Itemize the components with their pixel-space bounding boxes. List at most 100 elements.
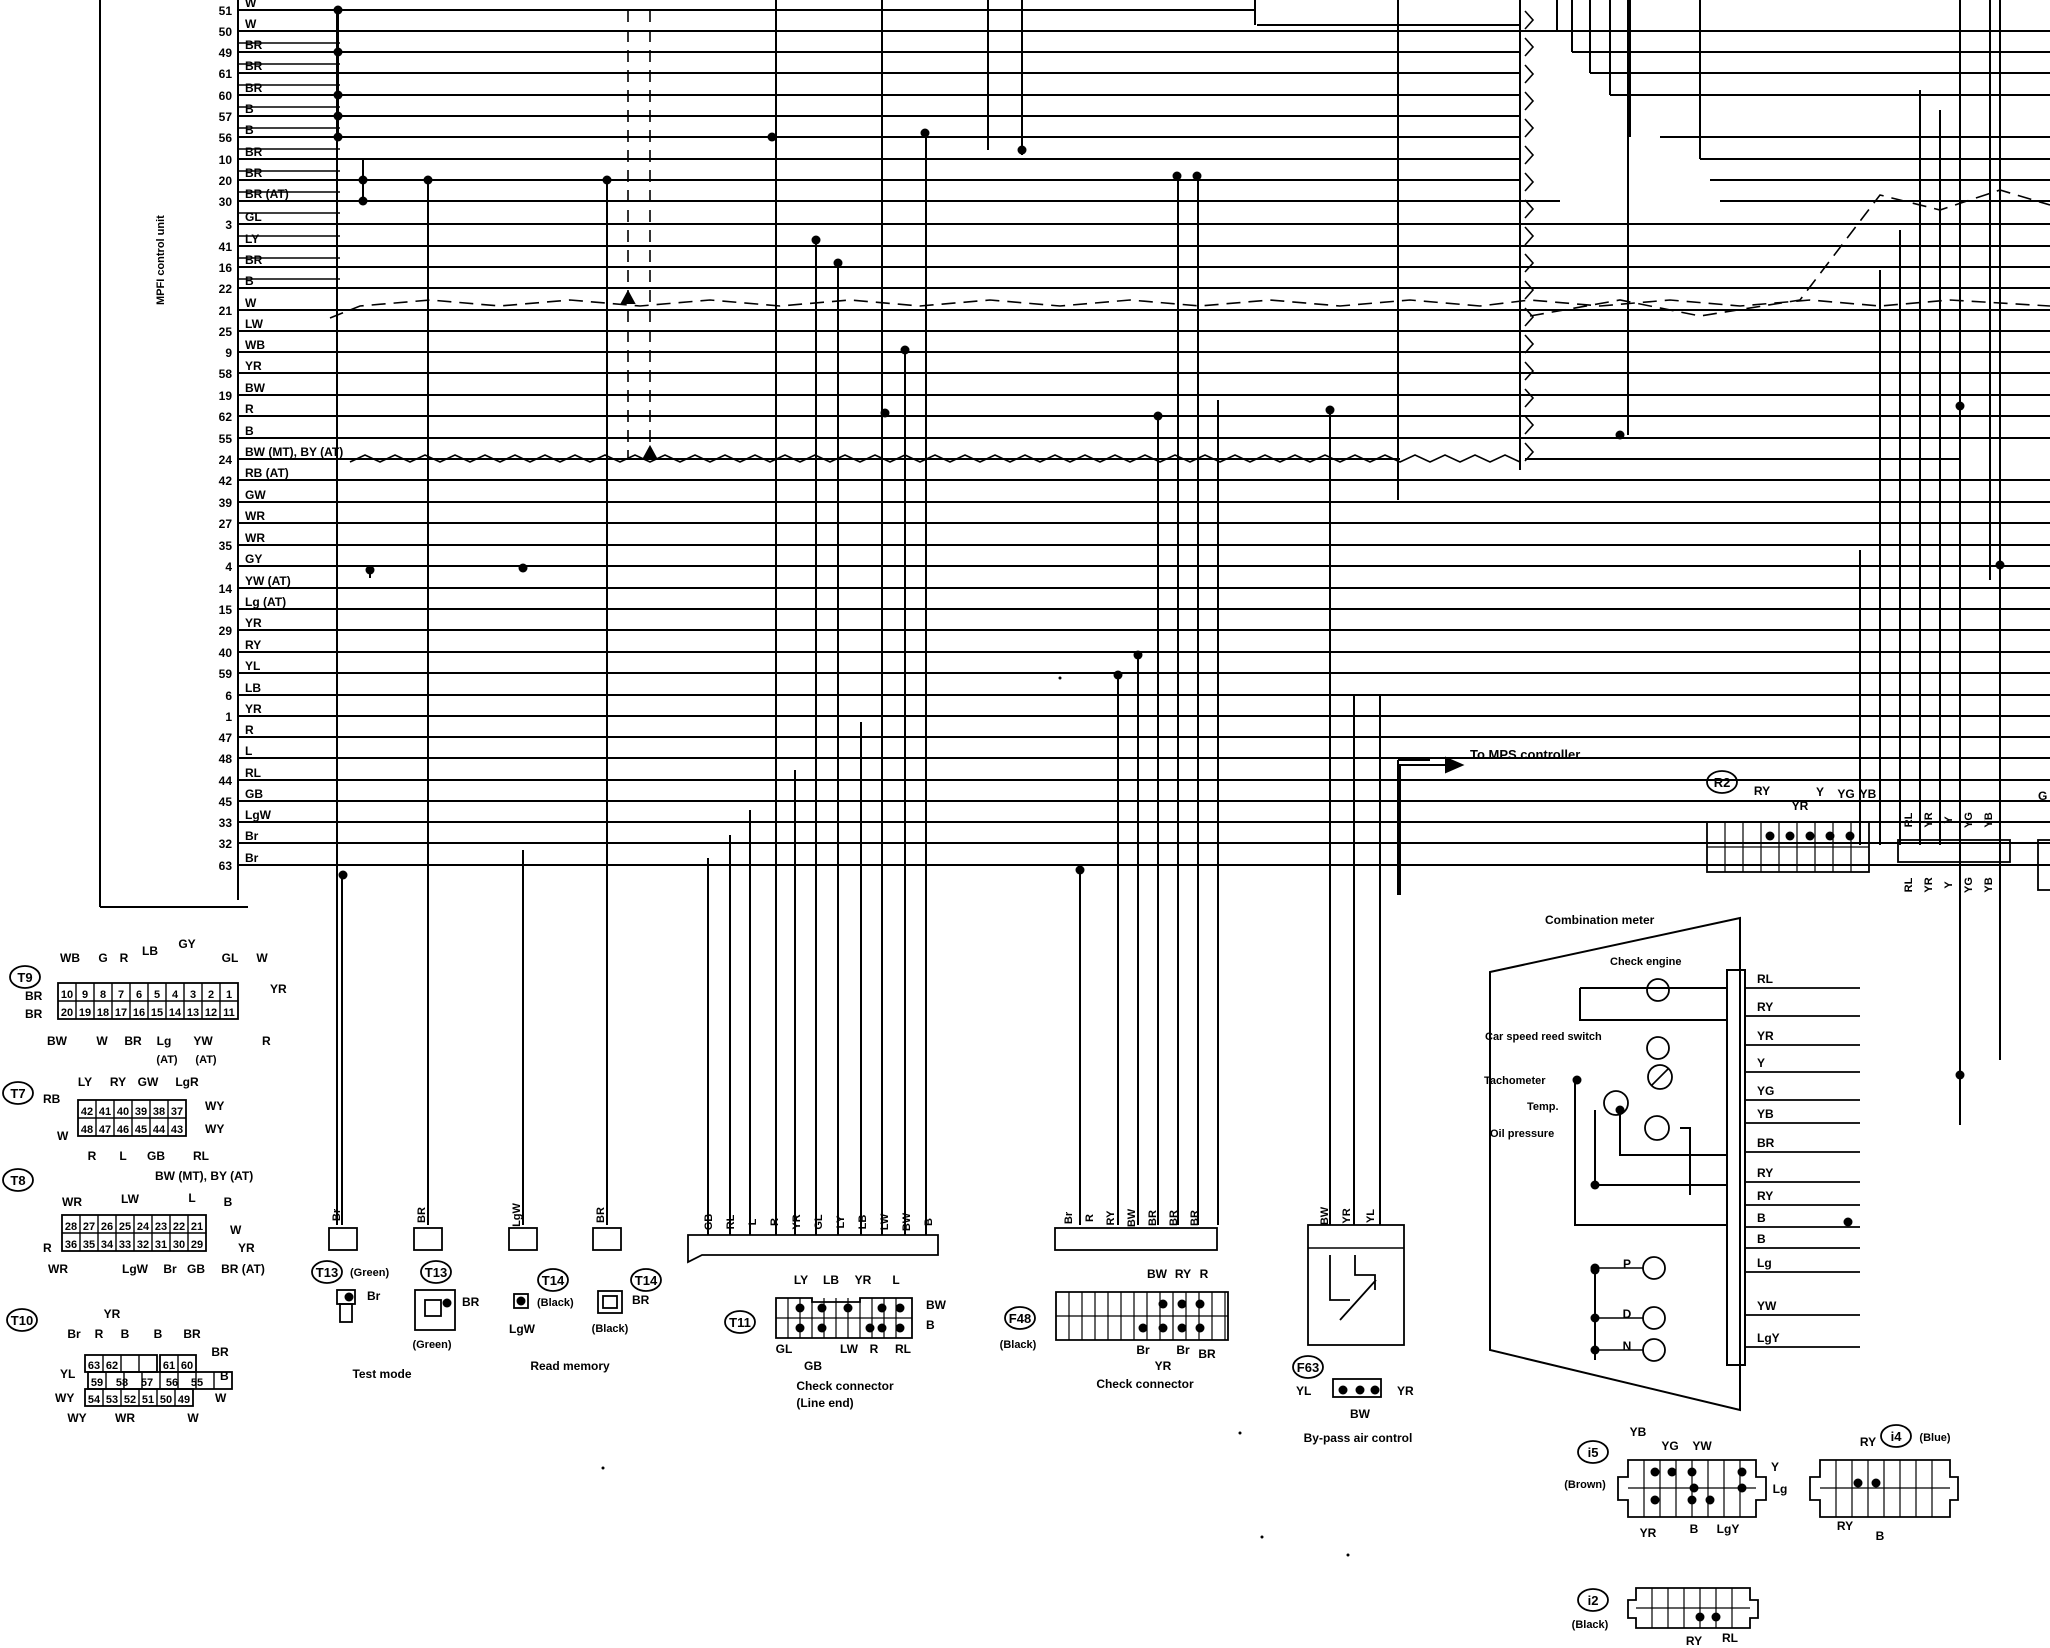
pin-number: 4 [225, 560, 232, 574]
t10-pin: 62 [106, 1360, 118, 1372]
r2-pin [1765, 831, 1775, 841]
t14-a-note: (Black) [537, 1297, 574, 1309]
t10-pin: 63 [88, 1360, 100, 1372]
indicator-letter: D [1623, 1307, 1632, 1321]
ecu-signal-lines [238, 5, 2050, 880]
stub-wire-label: LgW [511, 1202, 523, 1226]
pin-wire-label: LY [245, 232, 259, 246]
t7-pin: 39 [135, 1106, 147, 1118]
t9-right-label: YR [270, 982, 287, 996]
meter-wire [1594, 1110, 1727, 1186]
t7-pin: 40 [117, 1106, 129, 1118]
t10-pin: 57 [141, 1377, 153, 1389]
t10-top-label: YR [104, 1307, 121, 1321]
indicator-junction [1590, 1313, 1600, 1323]
f48-ring [1004, 1306, 1036, 1330]
shield-zigzag-right [1529, 189, 2050, 317]
meter-item-label: Temp. [1527, 1101, 1559, 1113]
pin-number: 47 [219, 731, 233, 745]
t11-column-label: GB [703, 1214, 715, 1231]
indicator-letter: N [1623, 1339, 1632, 1353]
t8-ring [2, 1168, 34, 1192]
t13-a-id: T13 [316, 1265, 338, 1280]
t9-bottom-label: Lg [157, 1034, 172, 1048]
f63-left-label: YL [1296, 1384, 1311, 1398]
t10-left-label: YL [60, 1367, 75, 1381]
meter-terminal-label: Y [1757, 1056, 1765, 1070]
t11-column-label: L [747, 1218, 759, 1225]
meter-terminal-label: YR [1757, 1029, 1774, 1043]
t13-b-body [414, 1289, 456, 1331]
pin-number: 45 [219, 795, 233, 809]
f48-column-label: BR [1168, 1210, 1180, 1226]
pin-wire-label: LB [245, 681, 261, 695]
t11-bottom-label: RL [895, 1342, 911, 1356]
t10-right-label: W [215, 1391, 227, 1405]
t7-left-label: RB [43, 1092, 61, 1106]
meter-wire [1574, 1080, 1727, 1226]
bus-top-label: RL [1903, 812, 1915, 827]
f48-pin [1158, 1299, 1168, 1309]
tachometer-needle [1651, 1068, 1669, 1086]
t13-a-ring [311, 1260, 343, 1284]
t9-top-label: G [98, 951, 107, 965]
t9-pin: 20 [61, 1007, 73, 1019]
meter-terminal-label: YW [1757, 1299, 1777, 1313]
jag-marker [1524, 388, 1535, 408]
meter-item-label: Tachometer [1484, 1075, 1546, 1087]
pin-number: 25 [219, 325, 233, 339]
r2-top-label: RY [1754, 784, 1770, 798]
t8-pin: 25 [119, 1221, 131, 1233]
pin-wire-label: LgW [245, 808, 272, 822]
t8-bottom-label: BR (AT) [221, 1262, 265, 1276]
pin-number: 57 [219, 110, 233, 124]
t10-top-label: Br [67, 1327, 81, 1341]
meter-junction [1590, 1265, 1600, 1275]
t8-pin: 28 [65, 1221, 77, 1233]
meter-wire [1680, 1127, 1691, 1195]
t9-pin: 8 [100, 989, 106, 1001]
t11-column-label: LY [835, 1215, 847, 1229]
pin-number: 42 [219, 474, 233, 488]
i5-bottom-label: YR [1640, 1526, 1657, 1540]
t11-id: T11 [729, 1315, 751, 1330]
pin-number: 21 [219, 304, 233, 318]
speck [1346, 1553, 1350, 1557]
shield-zigzag-mid [349, 454, 1521, 463]
t9-pin: 16 [133, 1007, 145, 1019]
t14-b-wire: BR [632, 1293, 650, 1307]
t9-bottom-label: BR [124, 1034, 142, 1048]
t9-bottom-note: (AT) [156, 1054, 178, 1066]
t14-a-wire: LgW [509, 1322, 536, 1336]
r2-top-label: YB [1860, 787, 1877, 801]
t11-column-label: YR [791, 1214, 803, 1229]
t9-top-label: LB [142, 944, 158, 958]
i5-pin [1689, 1483, 1699, 1493]
t9-left-label: BR [25, 989, 43, 1003]
t10-id: T10 [11, 1313, 33, 1328]
f48-caption: Check connector [1096, 1377, 1194, 1391]
mps-arrow-line [1399, 764, 1450, 895]
t13-b-ring [420, 1260, 452, 1284]
stub-wire-label: BR [595, 1207, 607, 1223]
f63-column-label: YR [1341, 1208, 1353, 1223]
i5-top-label: YB [1630, 1425, 1647, 1439]
t10-pin: 53 [106, 1394, 118, 1406]
t9-pin: 3 [190, 989, 196, 1001]
t13-b-id: T13 [425, 1265, 447, 1280]
i5-ring [1577, 1440, 1609, 1464]
pin-number: 9 [225, 346, 232, 360]
t7-pin: 37 [171, 1106, 183, 1118]
t11-top-label: LY [794, 1273, 808, 1287]
pin-number: 33 [219, 816, 233, 830]
pin-number: 20 [219, 174, 233, 188]
pin-wire-label: Lg (AT) [245, 595, 286, 609]
vertical-wires [336, 0, 2001, 1235]
bus-connector [1897, 839, 2011, 863]
f48-column-label: RY [1105, 1210, 1117, 1226]
t10-top-label: B [154, 1327, 163, 1341]
t13-b-pin [442, 1298, 452, 1308]
bus-top-label: YG [1963, 812, 1975, 828]
t9-top-label: GY [178, 937, 195, 951]
t10-pin: 58 [116, 1377, 128, 1389]
